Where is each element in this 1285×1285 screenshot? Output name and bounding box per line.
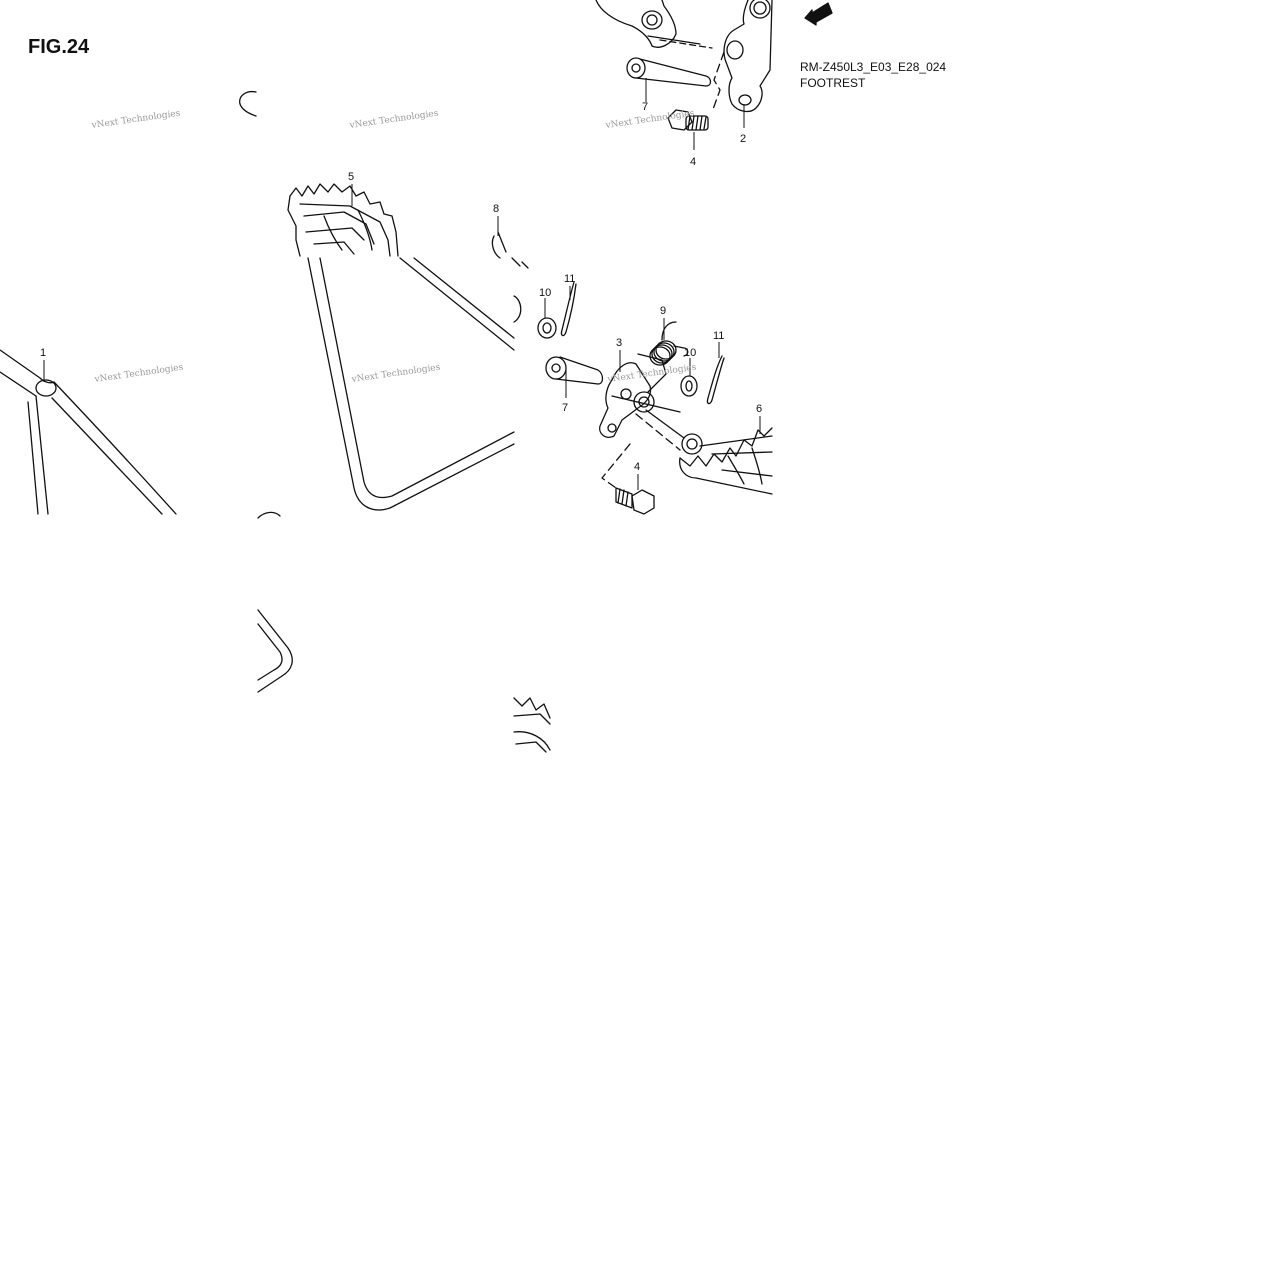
callout-7-upper: 7 <box>642 101 648 113</box>
watermark: vNext Technologies <box>90 109 181 132</box>
frame-1 <box>0 349 177 515</box>
callout-9: 9 <box>660 305 666 317</box>
watermark: vNext Technologies <box>604 109 695 132</box>
leader-dash-upper <box>711 51 725 113</box>
callout-11-left: 11 <box>564 273 575 285</box>
callout-8: 8 <box>493 203 499 215</box>
fragment-bracket-lower <box>257 511 281 519</box>
callout-2: 2 <box>740 133 746 145</box>
footrest-5 <box>287 183 399 257</box>
watermark: vNext Technologies <box>350 363 441 386</box>
pin-7-lower <box>545 356 604 385</box>
callout-6: 6 <box>756 403 762 415</box>
watermark: vNext Technologies <box>348 109 439 132</box>
bolt-4-lower <box>601 443 655 515</box>
cotter-pin-11-left <box>560 281 577 337</box>
callout-3: 3 <box>616 337 622 349</box>
callout-numbers: 1 2 3 4 4 5 6 7 7 8 9 10 10 11 11 <box>40 101 762 473</box>
footrest-6 <box>635 409 773 495</box>
cotter-pin-11-right <box>706 355 725 405</box>
fragment-footrest-lower <box>513 697 551 753</box>
spring-9 <box>649 321 689 366</box>
watermark: vNext Technologies <box>93 363 184 386</box>
washer-10-right <box>680 375 698 397</box>
bolt-4-upper <box>667 109 709 131</box>
footrest-bracket-3 <box>599 353 681 438</box>
fragment-edge <box>513 295 522 323</box>
callout-11-right: 11 <box>713 330 724 342</box>
callout-4-lower: 4 <box>634 461 640 473</box>
callout-10-left: 10 <box>539 287 551 299</box>
frame-center-triangle <box>307 257 515 511</box>
bracket-upper <box>595 0 713 49</box>
fragment-arc <box>239 90 257 117</box>
pin-7-upper <box>626 57 712 87</box>
callout-10-right: 10 <box>684 347 696 359</box>
washer-10-left <box>537 317 557 339</box>
callout-4-upper: 4 <box>690 156 696 168</box>
callout-leaders <box>43 78 761 490</box>
figure-title: FIG.24 <box>28 36 90 58</box>
spring-8 <box>491 231 529 269</box>
diagram-code: RM-Z450L3_E03_E28_024 <box>800 60 947 74</box>
fragment-frame-lower <box>257 609 293 693</box>
callout-7-lower: 7 <box>562 402 568 414</box>
watermarks: vNext Technologies vNext Technologies vN… <box>90 109 697 386</box>
fwd-arrow-icon: FWD <box>804 2 833 26</box>
footrest-bracket-2 <box>723 0 773 113</box>
callout-1: 1 <box>40 347 46 359</box>
diagram-name: FOOTREST <box>800 76 866 90</box>
callout-5: 5 <box>348 171 354 183</box>
